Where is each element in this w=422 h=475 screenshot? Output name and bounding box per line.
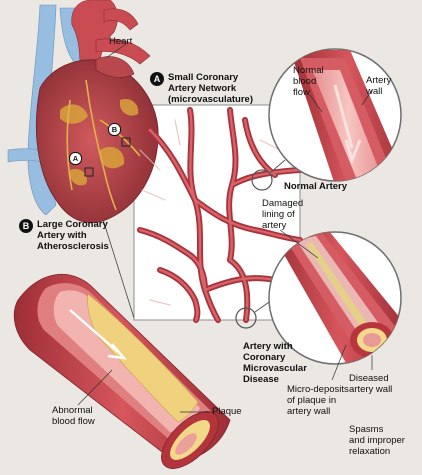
diseased-artery-inset [268, 231, 402, 365]
heart-marker-a: A [69, 152, 82, 165]
abnormal-flow-label: Abnormal blood flow [52, 405, 95, 427]
large-artery [13, 273, 231, 469]
section-a-badge: A [150, 72, 164, 86]
heart-fat [60, 98, 139, 186]
leader-lines [77, 43, 373, 413]
spasms-label: Spasms and improper relaxation [349, 424, 405, 457]
heart-marker-b: B [108, 123, 121, 136]
diseased-wall-label: Diseased artery wall [349, 373, 393, 395]
section-b-title: Large Coronary Artery with Atheroscleros… [37, 219, 109, 252]
plaque-label: Plaque [212, 406, 242, 417]
heart-marker-box-a [84, 167, 94, 177]
magnifier-disease [235, 307, 257, 329]
heart-marker-box-b [121, 137, 131, 147]
artery-wall-label: Artery wall [366, 75, 392, 97]
heart-auricle [95, 56, 135, 78]
connector-normal [269, 159, 286, 174]
section-a-title: Small Coronary Artery Network (microvasc… [168, 72, 254, 105]
microvessel-network [137, 107, 303, 323]
heart-coronary-vessels [66, 79, 141, 211]
plaque-deposit [87, 293, 199, 423]
microvascular-disease-label: Artery with Coronary Microvascular Disea… [243, 341, 307, 385]
normal-blood-flow-label: Normal blood flow [293, 65, 324, 98]
normal-artery-inset [268, 48, 402, 182]
magnifier-normal [251, 169, 273, 191]
micro-deposits-label: Micro-deposits of plaque in artery wall [287, 384, 349, 417]
normal-artery-label: Normal Artery [284, 181, 348, 192]
damaged-lining-label: Damaged lining of artery [262, 198, 304, 231]
section-b-badge: B [19, 219, 33, 233]
heart-label: Heart [109, 36, 133, 47]
